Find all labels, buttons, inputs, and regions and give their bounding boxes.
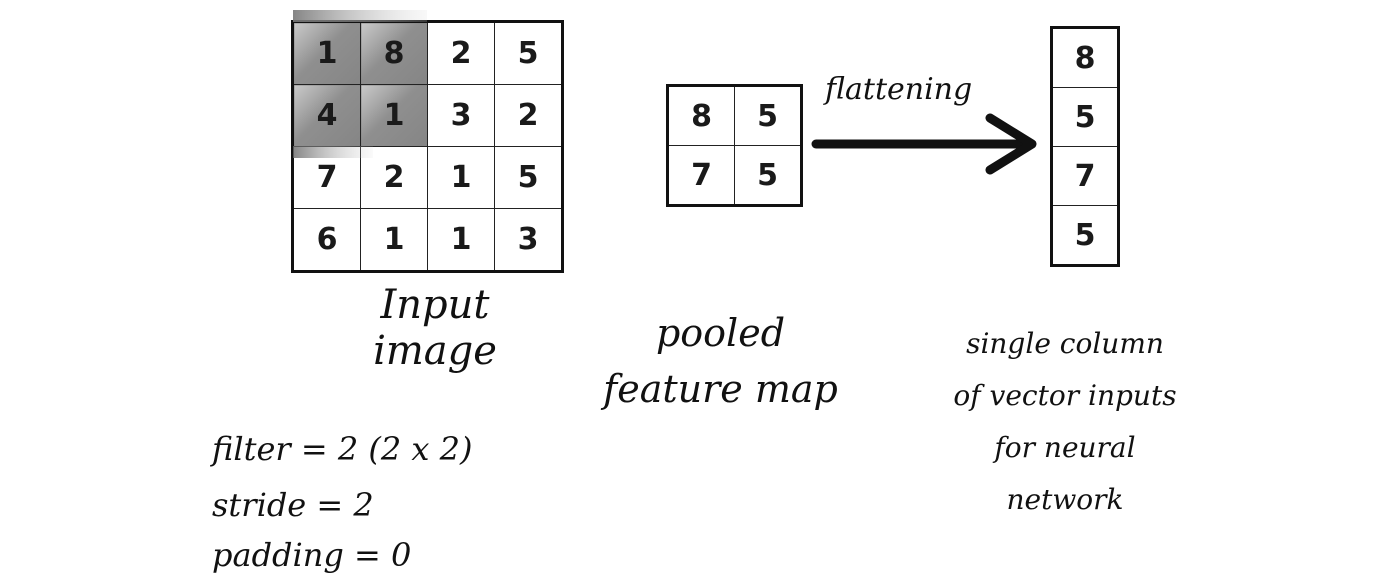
input-caption-line: image (373, 328, 497, 374)
input-row: 4 1 3 2 (293, 84, 562, 147)
vector-column-grid: 8 5 7 5 (1050, 26, 1120, 267)
input-cell: 3 (427, 84, 495, 147)
vector-row: 5 (1052, 205, 1118, 265)
vector-row: 7 (1052, 146, 1118, 206)
vector-cell: 8 (1052, 28, 1118, 88)
input-cell: 1 (293, 22, 361, 85)
input-cell: 1 (427, 146, 495, 209)
vector-cell: 5 (1052, 205, 1118, 265)
vector-caption-line: of vector inputs (953, 379, 1177, 412)
input-caption-line: Input (380, 282, 490, 328)
vector-row: 8 (1052, 28, 1118, 88)
vector-cell: 5 (1052, 87, 1118, 147)
input-row: 1 8 2 5 (293, 22, 562, 85)
input-cell: 2 (494, 84, 562, 147)
input-cell: 2 (427, 22, 495, 85)
pooled-cell: 5 (734, 145, 801, 205)
pooled-caption-line: pooled (655, 311, 786, 355)
pooled-row: 8 5 (668, 86, 801, 146)
vector-caption-line: single column (966, 327, 1164, 360)
input-cell: 5 (494, 22, 562, 85)
vector-caption-line: for neural (994, 431, 1136, 464)
input-cell: 4 (293, 84, 361, 147)
pooled-caption-line: feature map (603, 367, 838, 411)
filter-param-text: filter = 2 (2 x 2) (212, 430, 473, 468)
flattening-arrow-icon (811, 113, 1037, 175)
input-image-caption: Input image (360, 282, 510, 374)
input-cell: 8 (360, 22, 428, 85)
stride-param-text: stride = 2 (212, 486, 374, 524)
vector-caption-line: network (1006, 483, 1124, 516)
pooled-feature-map-caption: pooled feature map (598, 305, 843, 417)
flattening-label: flattening (825, 72, 973, 107)
input-cell: 3 (494, 208, 562, 271)
input-cell: 6 (293, 208, 361, 271)
vector-cell: 7 (1052, 146, 1118, 206)
pooled-cell: 5 (734, 86, 801, 146)
input-cell: 5 (494, 146, 562, 209)
padding-param-text: padding = 0 (212, 536, 412, 574)
pooled-cell: 7 (668, 145, 735, 205)
input-cell: 2 (360, 146, 428, 209)
input-row: 7 2 1 5 (293, 146, 562, 209)
input-cell: 7 (293, 146, 361, 209)
input-cell: 1 (427, 208, 495, 271)
input-image-grid: 1 8 2 5 4 1 3 2 7 2 1 5 6 1 1 3 (291, 20, 564, 273)
pooled-row: 7 5 (668, 145, 801, 205)
vector-caption: single column of vector inputs for neura… (940, 318, 1190, 526)
vector-row: 5 (1052, 87, 1118, 147)
input-row: 6 1 1 3 (293, 208, 562, 271)
pooled-cell: 8 (668, 86, 735, 146)
input-cell: 1 (360, 84, 428, 147)
pooled-feature-map-grid: 8 5 7 5 (666, 84, 803, 207)
input-cell: 1 (360, 208, 428, 271)
